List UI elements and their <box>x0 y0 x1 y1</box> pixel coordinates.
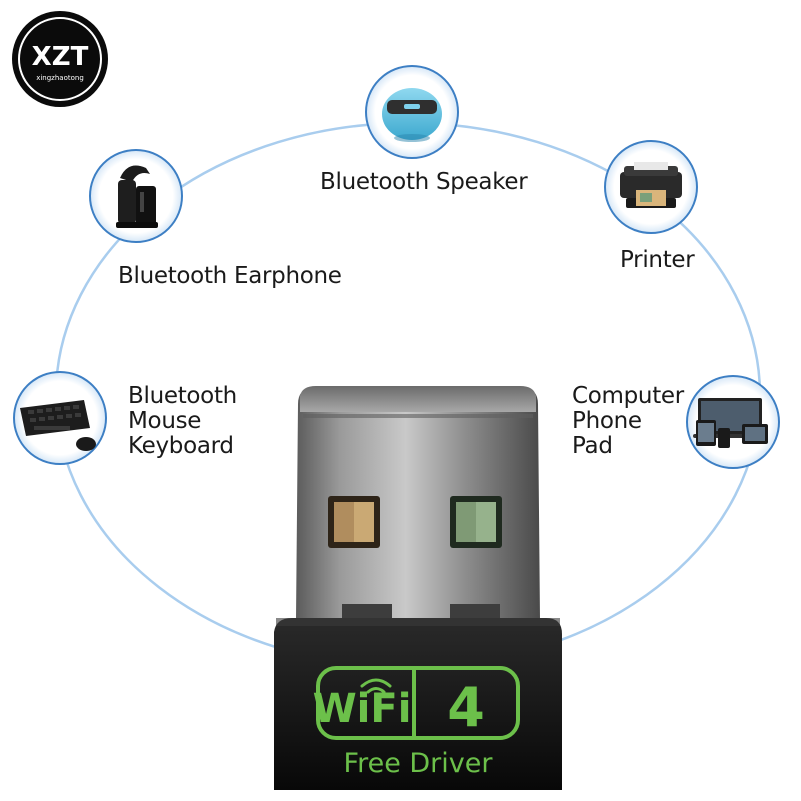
keyboard-mouse-icon <box>20 400 96 451</box>
free-driver-caption: Free Driver <box>344 748 494 779</box>
computer-circle <box>686 375 780 469</box>
speaker-label: Bluetooth Speaker <box>320 169 528 195</box>
keyboard-label-line: Bluetooth <box>128 383 237 409</box>
wifi-signal-icon <box>360 678 392 694</box>
usb-contact-hole-left <box>328 496 380 548</box>
computer-label-line: Computer <box>572 383 684 409</box>
logo-subtext: xingzhaotong <box>36 74 84 82</box>
computer-label-line: Phone <box>572 408 642 434</box>
usb-wifi-adapter: WiFi 4 Free Driver <box>274 386 562 790</box>
keyboard-label: Bluetooth Mouse Keyboard <box>128 384 237 459</box>
keyboard-label-line: Mouse <box>128 408 202 434</box>
usb-contact-hole-right <box>450 496 502 548</box>
printer-label: Printer <box>620 247 695 273</box>
keyboard-label-line: Keyboard <box>128 433 234 459</box>
printer-circle <box>604 140 698 234</box>
computer-label: Computer Phone Pad <box>572 384 684 459</box>
wifi-badge-number: 4 <box>447 676 485 739</box>
wifi-badge-text: WiFi <box>313 686 412 732</box>
keyboard-circle <box>13 371 107 465</box>
speaker-circle <box>365 65 459 159</box>
brand-logo: XZT xingzhaotong <box>8 7 112 111</box>
earphone-label: Bluetooth Earphone <box>118 263 342 289</box>
printer-icon <box>620 162 682 208</box>
wifi-badge: WiFi 4 <box>313 666 520 740</box>
computer-label-line: Pad <box>572 433 613 459</box>
bluetooth-earphone-icon <box>116 165 158 228</box>
computer-devices-icon <box>693 398 768 448</box>
bluetooth-speaker-icon <box>382 88 442 142</box>
logo-text: XZT <box>32 42 89 72</box>
earphone-circle <box>89 149 183 243</box>
